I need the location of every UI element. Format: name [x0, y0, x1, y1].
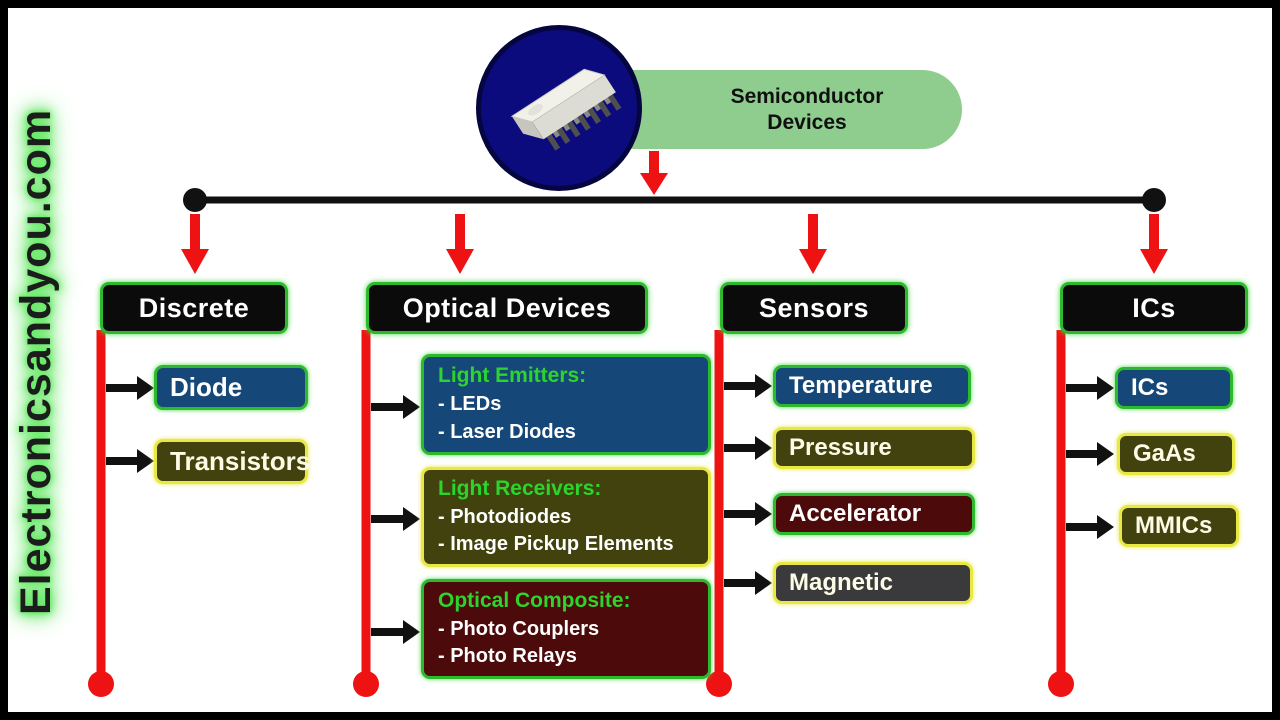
- category-discrete: Discrete: [100, 282, 288, 334]
- optical-composite-heading: Optical Composite:: [438, 588, 631, 612]
- light-emitters-item-2: - Laser Diodes: [438, 420, 576, 443]
- optical-composite-item-1: - Photo Couplers: [438, 617, 600, 640]
- trunk-right-dot: [1142, 188, 1166, 212]
- node-temperature: Temperature: [773, 365, 971, 407]
- node-diode: Diode: [154, 365, 308, 410]
- node-light-emitters: Light Emitters: - LEDs - Laser Diodes: [421, 354, 711, 455]
- node-magnetic: Magnetic: [773, 562, 973, 604]
- branch-arrow-optical-icon: [446, 214, 474, 274]
- light-receivers-item-2: - Image Pickup Elements: [438, 533, 674, 556]
- light-receivers-heading: Light Receivers:: [438, 476, 602, 500]
- child-arrow-heads: [137, 374, 1114, 644]
- connector-layer: [88, 151, 1168, 697]
- branch-arrow-sensors-icon: [799, 214, 827, 274]
- node-transistors: Transistors: [154, 439, 310, 484]
- branch-arrow-ics-icon: [1140, 214, 1168, 274]
- root-label-line2: Devices: [767, 110, 847, 134]
- node-ics: ICs: [1115, 367, 1233, 409]
- root-icon-circle: [476, 25, 642, 191]
- node-accelerator: Accelerator: [773, 493, 975, 535]
- category-sensors: Sensors: [720, 282, 908, 334]
- category-ics: ICs: [1060, 282, 1248, 334]
- branch-spines: [96, 330, 1066, 674]
- light-emitters-item-1: - LEDs: [438, 393, 502, 416]
- watermark-text: Electronicsandyou.com: [12, 108, 60, 616]
- node-mmics: MMICs: [1119, 505, 1239, 547]
- light-receivers-item-1: - Photodiodes: [438, 505, 572, 528]
- node-pressure: Pressure: [773, 427, 975, 469]
- node-optical-composite: Optical Composite: - Photo Couplers - Ph…: [421, 579, 711, 679]
- optical-composite-item-2: - Photo Relays: [438, 645, 577, 668]
- category-optical-devices: Optical Devices: [366, 282, 648, 334]
- branch-arrow-discrete-icon: [181, 214, 209, 274]
- root-arrow-down-icon: [640, 151, 668, 195]
- node-gaas: GaAs: [1117, 433, 1235, 475]
- light-emitters-heading: Light Emitters:: [438, 364, 587, 388]
- child-arrow-shafts: [106, 382, 1098, 636]
- node-light-receivers: Light Receivers: - Photodiodes - Image P…: [421, 467, 711, 567]
- ic-chip-icon: [510, 68, 622, 151]
- branch-spine-dots: [88, 671, 1074, 697]
- trunk-left-dot: [183, 188, 207, 212]
- root-label-line1: Semiconductor: [730, 85, 884, 109]
